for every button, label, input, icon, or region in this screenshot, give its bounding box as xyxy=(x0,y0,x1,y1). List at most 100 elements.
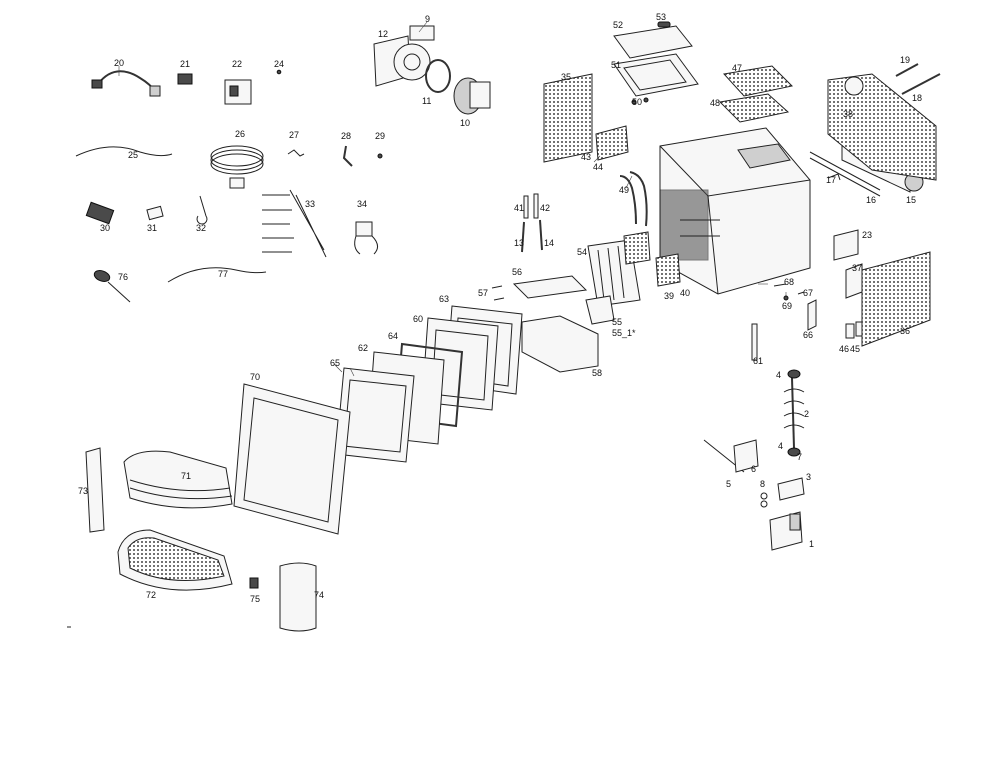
label-77: 77 xyxy=(218,269,228,279)
part-47-plate xyxy=(723,65,794,97)
label-4-bottom: 4 xyxy=(778,441,783,451)
label-34: 34 xyxy=(357,199,367,209)
part-17-clip xyxy=(827,173,841,181)
part-30-remote xyxy=(85,201,115,225)
label-19: 19 xyxy=(900,55,910,65)
label-33: 33 xyxy=(305,199,315,209)
part-38-port xyxy=(844,76,864,96)
part-50-fasteners xyxy=(631,97,649,105)
label-28: 28 xyxy=(341,131,351,141)
label-5: 5 xyxy=(726,479,731,489)
label-38: 38 xyxy=(843,109,853,119)
part-3-mount-plate xyxy=(777,477,805,501)
label-10: 10 xyxy=(460,118,470,128)
label-55-1: 55_1* xyxy=(612,328,636,338)
part-57-clips xyxy=(491,285,505,301)
part-16-rail xyxy=(809,151,881,197)
label-51: 51 xyxy=(611,60,621,70)
part-41-42-brackets xyxy=(523,193,539,219)
label-29: 29 xyxy=(375,131,385,141)
part-25-wire xyxy=(75,146,173,157)
label-21: 21 xyxy=(180,59,190,69)
label-40: 40 xyxy=(680,288,690,298)
part-13-14-rods xyxy=(521,219,543,253)
label-20: 20 xyxy=(114,58,124,68)
label-3: 3 xyxy=(806,472,811,482)
label-16: 16 xyxy=(866,195,876,205)
part-58-ash-pan xyxy=(521,315,599,373)
part-1-gear-motor xyxy=(769,511,803,551)
label-61: 61 xyxy=(753,356,763,366)
part-28-probe xyxy=(342,145,353,167)
label-66: 66 xyxy=(803,330,813,340)
part-9-fan-volute xyxy=(393,25,435,81)
label-62: 62 xyxy=(358,343,368,353)
part-70-front-frame xyxy=(233,383,351,535)
label-74: 74 xyxy=(314,590,324,600)
part-77-wire xyxy=(167,267,267,283)
label-35: 35 xyxy=(561,72,571,82)
label-52: 52 xyxy=(613,20,623,30)
label-76: 76 xyxy=(118,272,128,282)
part-36-side-mesh xyxy=(861,251,931,347)
label-53: 53 xyxy=(656,12,666,22)
part-19-18-tubes xyxy=(895,63,941,95)
part-31-receiver xyxy=(146,205,164,221)
part-56-deflector xyxy=(512,275,588,299)
part-72-base-grate xyxy=(117,529,233,591)
label-68: 68 xyxy=(784,277,794,287)
part-2-auger xyxy=(783,377,805,449)
part-48-insulation xyxy=(718,93,790,123)
part-71-top-cover xyxy=(123,450,233,509)
label-6: 6 xyxy=(751,464,756,474)
label-24: 24 xyxy=(274,59,284,69)
part-4-bearing-top xyxy=(787,369,801,379)
label-58: 58 xyxy=(592,368,602,378)
label-55: 55 xyxy=(612,317,622,327)
label-41: 41 xyxy=(514,203,524,213)
part-75-clip xyxy=(249,577,259,589)
part-76-igniter xyxy=(93,270,131,303)
part-labels: 20 21 22 24 12 9 11 10 52 53 51 50 47 48… xyxy=(78,12,922,604)
part-52-lid xyxy=(613,25,693,59)
part-74-curved-panel xyxy=(279,562,317,632)
label-23: 23 xyxy=(862,230,872,240)
part-73-side-trim xyxy=(85,447,105,533)
label-31: 31 xyxy=(147,223,157,233)
label-36: 36 xyxy=(900,326,910,336)
part-24-screw xyxy=(276,69,282,75)
label-46: 46 xyxy=(839,344,849,354)
part-38-back-mesh xyxy=(827,73,937,181)
part-51-hopper-gasket xyxy=(613,53,699,97)
part-20-cable xyxy=(91,70,161,97)
label-63: 63 xyxy=(439,294,449,304)
part-32-thermocouple xyxy=(196,195,208,225)
stove-body xyxy=(659,127,811,295)
label-56: 56 xyxy=(512,267,522,277)
part-22-control-box xyxy=(224,79,252,105)
label-65: 65 xyxy=(330,358,340,368)
label-43: 43 xyxy=(581,152,591,162)
part-11-gasket xyxy=(425,59,451,93)
part-54-ribs xyxy=(597,245,625,301)
part-43-cover-plate xyxy=(595,125,629,161)
part-61-rod xyxy=(751,323,758,361)
part-23-bracket xyxy=(833,229,859,261)
label-8: 8 xyxy=(760,479,765,489)
label-73: 73 xyxy=(78,486,88,496)
label-11: 11 xyxy=(422,96,431,106)
label-44: 44 xyxy=(593,162,603,172)
label-48: 48 xyxy=(710,98,720,108)
label-54: 54 xyxy=(577,247,587,257)
part-29-nut xyxy=(377,153,383,159)
label-22: 22 xyxy=(232,59,242,69)
label-67: 67 xyxy=(803,288,813,298)
part-46-45-brackets xyxy=(845,321,863,339)
label-18: 18 xyxy=(912,93,922,103)
label-4-top: 4 xyxy=(776,370,781,380)
part-6-plate xyxy=(733,439,759,473)
label-64: 64 xyxy=(388,331,398,341)
label-30: 30 xyxy=(100,223,110,233)
part-40-plate xyxy=(655,253,681,287)
